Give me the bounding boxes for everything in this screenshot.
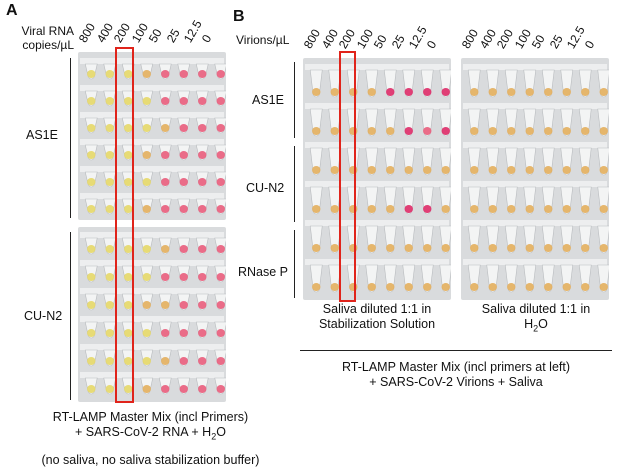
panel-b-row-label-as1e: AS1E <box>252 93 284 107</box>
panel-a-caption-line1: RT-LAMP Master Mix (incl Primers) <box>52 410 249 424</box>
panel-a-caption-line3: (no saliva, no saliva stabilization buff… <box>41 452 260 467</box>
panel-b-left-tick-2: 200 <box>335 26 359 51</box>
panel-a-row-label-as1e: AS1E <box>26 128 58 142</box>
panel-b-subcaption-left-line1: Saliva diluted 1:1 in <box>322 302 432 316</box>
panel-b-right-tick-3: 100 <box>511 26 534 51</box>
panel-b-right-tick-2: 200 <box>493 26 517 51</box>
panel-b-left-tick-7: 0 <box>423 38 439 51</box>
panel-b-left-tick-3: 100 <box>353 26 376 51</box>
panel-b-row-label-rnasep: RNase P <box>238 265 289 279</box>
panel-a-highlight-box <box>115 47 134 403</box>
panel-b-subcaption-left-line2: Stabilization Solution <box>318 317 436 331</box>
panel-a-tick-5: 25 <box>163 26 183 45</box>
panel-a-tick-1: 400 <box>93 20 116 45</box>
panel-a-bracket-as1e <box>70 58 71 218</box>
panel-a-axis-label-line1: Viral RNA <box>21 24 74 38</box>
panel-a-tick-2: 200 <box>110 20 134 45</box>
panel-a-tick-6: 12.5 <box>180 17 205 45</box>
panel-b-highlight-box <box>339 51 356 302</box>
panel-b-photo-left <box>303 58 451 300</box>
panel-a-caption: RT-LAMP Master Mix (incl Primers) + SARS… <box>18 410 283 468</box>
panel-a-letter: A <box>6 2 18 19</box>
panel-a-caption-line2: + SARS-CoV-2 RNA + H2O <box>75 425 226 442</box>
panel-b-row-label-cun2: CU-N2 <box>246 181 285 195</box>
panel-b-axis-label: Virions/µL <box>236 33 290 47</box>
panel-b-right-tick-0: 800 <box>458 26 482 51</box>
panel-b-right-tick-7: 0 <box>581 38 597 51</box>
panel-a-row-label-cun2: CU-N2 <box>24 309 63 323</box>
panel-b-left-tick-1: 400 <box>318 26 341 51</box>
panel-b-caption: RT-LAMP Master Mix (incl primers at left… <box>300 360 612 390</box>
panel-b-subcaption-left: Saliva diluted 1:1 in Stabilization Solu… <box>296 302 458 332</box>
panel-a-photo-bottom <box>78 227 226 402</box>
panel-b-photo-right <box>461 58 609 300</box>
panel-a-tick-0: 800 <box>75 20 99 45</box>
panel-b-bracket-cun2 <box>294 146 295 222</box>
panel-a-photo-top <box>78 52 226 220</box>
panel-b-right-tick-5: 25 <box>546 32 566 51</box>
panel-b-caption-line2: + SARS-CoV-2 Virions + Saliva <box>369 375 543 389</box>
panel-a-tick-7: 0 <box>198 32 214 45</box>
panel-b-subcaption-right-line2: H2O <box>524 317 548 334</box>
panel-b-left-tick-0: 800 <box>300 26 324 51</box>
panel-b-left-tick-5: 25 <box>388 32 408 51</box>
panel-a-tick-3: 100 <box>128 20 151 45</box>
panel-b-letter: B <box>233 8 245 25</box>
panel-b-right-tick-6: 12.5 <box>563 23 588 51</box>
panel-b-left-tick-6: 12.5 <box>405 23 430 51</box>
panel-a-axis-label-line2: copies/µL <box>22 38 74 52</box>
panel-b-subcaption-right: Saliva diluted 1:1 in H2O <box>455 302 617 337</box>
panel-b-subcaption-right-line1: Saliva diluted 1:1 in <box>481 302 591 316</box>
panel-b-caption-line1: RT-LAMP Master Mix (incl primers at left… <box>341 360 571 374</box>
panel-b-bracket-as1e <box>294 62 295 138</box>
panel-b-right-tick-1: 400 <box>476 26 499 51</box>
panel-a-bracket-cun2 <box>70 232 71 400</box>
panel-a-axis-label: Viral RNA copies/µL <box>14 24 74 52</box>
panel-b-caption-divider <box>300 350 612 351</box>
panel-b-bracket-rnasep <box>294 230 295 298</box>
